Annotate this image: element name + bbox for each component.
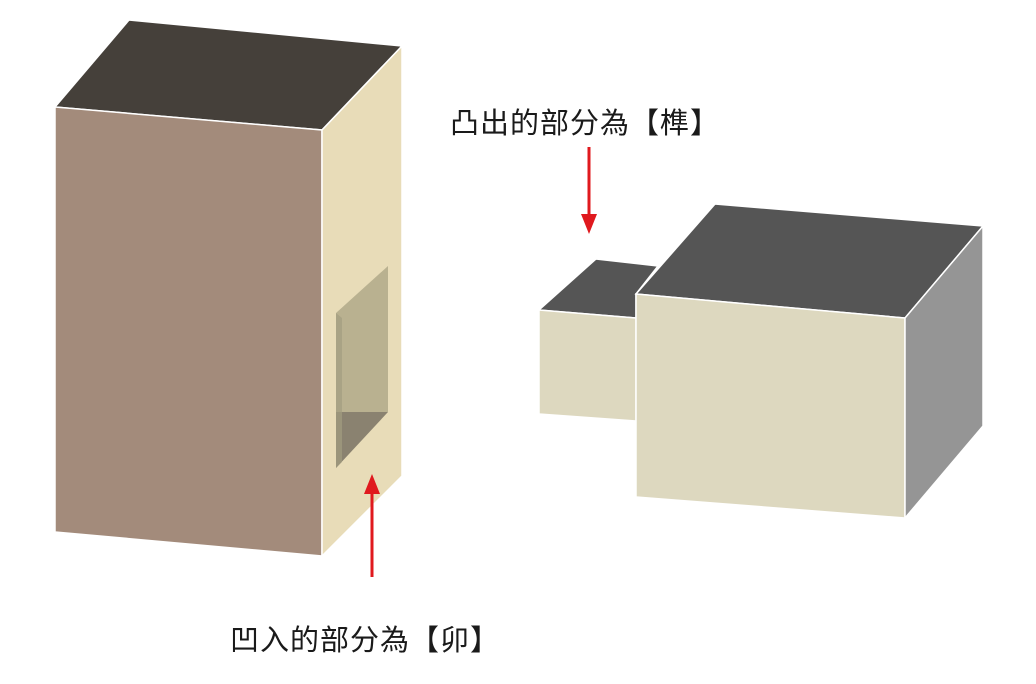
tenon-arrow	[581, 147, 597, 234]
tenon-body-side-face	[904, 223, 984, 521]
tenon-body-front-face	[635, 293, 906, 519]
mortise-arrow-head	[364, 474, 380, 494]
tenon-projection	[537, 258, 660, 422]
mortise-hole-floor	[336, 412, 388, 468]
mortise-block	[53, 19, 404, 558]
mortise-hole	[336, 266, 388, 468]
tenon-label: 凸出的部分為【榫】	[450, 106, 721, 140]
mortise-block-front-face	[54, 106, 323, 557]
mortise-hole-back-wall	[336, 266, 388, 412]
mortise-hole-left-wall	[336, 313, 342, 468]
mortise-label: 凹入的部分為【卯】	[230, 623, 501, 657]
mortise-arrow	[364, 474, 380, 577]
tenon-block	[537, 203, 985, 521]
tenon-projection-front-face	[538, 309, 637, 422]
tenon-arrow-head	[581, 214, 597, 234]
